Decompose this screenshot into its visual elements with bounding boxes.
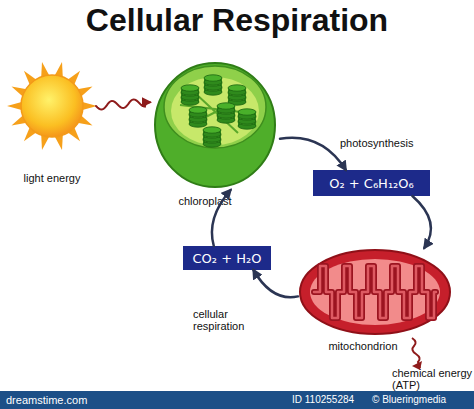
- process-label: cellular respiration: [193, 308, 255, 332]
- cycle-arrow: [253, 270, 298, 297]
- diagram-title: Cellular Respiration: [0, 2, 474, 39]
- mitochondrion-illustration-shape: [298, 248, 452, 336]
- granum-top: [203, 127, 221, 133]
- granum-top: [181, 85, 199, 91]
- mitochondrion-illustration: mitochondrion: [298, 248, 452, 336]
- watermark-bar: [0, 391, 474, 409]
- part-label: chloroplast: [140, 195, 270, 207]
- watermark-text: dreamstime.com: [6, 394, 146, 406]
- chloroplast-stroma: [171, 77, 259, 145]
- granum-top: [238, 109, 256, 115]
- cristae-fold: [314, 266, 436, 318]
- watermark-credit: © Blueringmedia: [372, 394, 472, 406]
- mitochondrion-inner: [310, 259, 440, 325]
- mitochondrion-outer: [300, 250, 450, 334]
- formula-text: O₂ + C₆H₁₂O₆: [313, 170, 430, 196]
- energy-label: chemical energy (ATP): [392, 367, 474, 391]
- formula-box: CO₂ + H₂O: [183, 246, 271, 270]
- energy-arrow: [96, 99, 150, 109]
- cristae-outline: [314, 266, 436, 318]
- watermark-id: ID 110255284: [292, 394, 372, 406]
- granum-top: [204, 75, 222, 81]
- formula-text: CO₂ + H₂O: [183, 246, 271, 270]
- part-label: light energy: [8, 172, 96, 184]
- process-label: photosynthesis: [340, 137, 430, 149]
- sun-disc: [21, 75, 83, 137]
- granum-top: [217, 103, 235, 109]
- chloroplast-rim: [164, 66, 266, 148]
- cycle-arrow: [280, 138, 346, 170]
- chloroplast-illustration: chloroplast: [150, 55, 280, 190]
- chloroplast-illustration-shape: [150, 55, 280, 190]
- granum-top: [189, 107, 207, 113]
- part-label: mitochondrion: [286, 340, 440, 352]
- sun-illustration-shape: [8, 62, 96, 150]
- chloroplast-body: [155, 63, 275, 187]
- formula-box: O₂ + C₆H₁₂O₆: [313, 170, 430, 196]
- sun-illustration: light energy: [8, 62, 96, 150]
- cycle-arrow: [412, 196, 431, 248]
- granum-top: [228, 85, 246, 91]
